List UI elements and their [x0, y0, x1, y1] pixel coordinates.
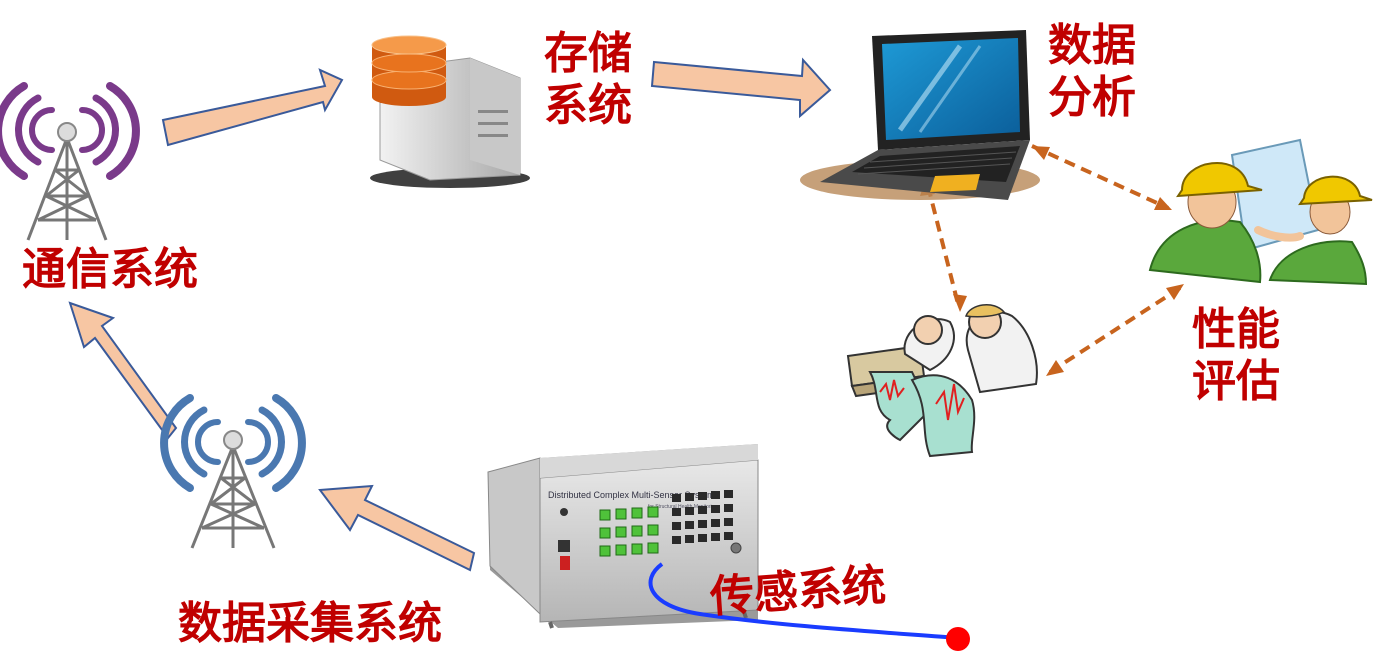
label-storage-line1: 存储: [544, 28, 632, 79]
label-evaluation-line2: 评估: [1192, 356, 1280, 407]
label-performance-evaluation: 性能 评估: [1192, 304, 1280, 408]
label-storage-system: 存储 系统: [544, 28, 632, 132]
device-panel-subtitle: for Structural Health Monitoring: [648, 504, 717, 510]
label-storage-line2: 系统: [544, 80, 632, 131]
antenna-tower-icon: [0, 82, 140, 241]
database-disks: [371, 35, 447, 106]
link-laptop-scientists: [926, 185, 960, 305]
label-evaluation-line1: 性能: [1192, 304, 1280, 355]
arrow-storage-to-laptop: [650, 57, 832, 119]
link-laptop-engineers: [1031, 144, 1169, 210]
sensor-cable: [648, 562, 970, 651]
label-communication-system: 通信系统: [22, 244, 198, 295]
dashed-links: [926, 144, 1182, 374]
flow-arrows: [68, 57, 832, 572]
link-scientists-engineers: [1048, 286, 1182, 374]
acquisition-device-icon: Distributed Complex Multi-Sensor System …: [487, 444, 759, 629]
scientists-seismograph-icon: [846, 304, 1038, 458]
label-analysis-line2: 分析: [1048, 72, 1136, 123]
arrow-tower-to-storage: [161, 68, 344, 147]
device-rj45-ports: [672, 490, 733, 544]
engineers-icon: [1148, 138, 1373, 286]
arrow-device-to-lower-tower: [318, 484, 476, 572]
device-green-ports: [599, 506, 659, 557]
label-acquisition-system: 数据采集系统: [178, 598, 442, 649]
sensor-point: [946, 627, 970, 651]
device-panel-title: Distributed Complex Multi-Sensor System: [548, 490, 715, 500]
lower-antenna-tower-icon: [160, 394, 306, 549]
laptop-icon: [800, 30, 1040, 200]
label-analysis-line1: 数据: [1048, 20, 1136, 71]
arrow-lower-tower-to-upper: [68, 301, 178, 440]
label-data-analysis: 数据 分析: [1048, 20, 1136, 124]
database-server-icon: [370, 35, 530, 188]
